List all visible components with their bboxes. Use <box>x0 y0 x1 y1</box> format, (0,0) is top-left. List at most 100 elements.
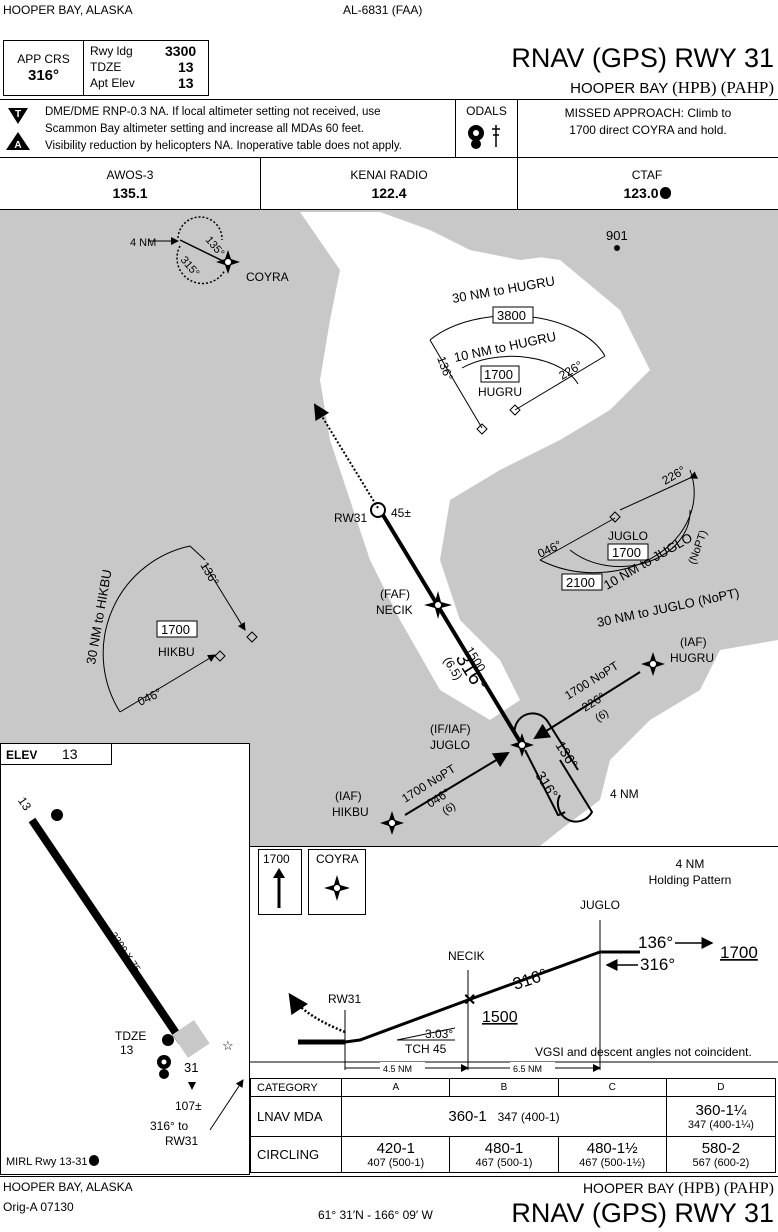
profile-necik: NECIK <box>448 949 485 963</box>
profile-rw31: RW31 <box>328 992 361 1006</box>
app-crs-value: 316° <box>27 67 60 84</box>
missed-icon-box-2 <box>308 849 366 915</box>
circling-c-sub: 467 (500-1½) <box>579 1157 646 1169</box>
rw31-waypoint-icon <box>370 502 386 518</box>
hugru-iaf-icon <box>641 652 665 676</box>
holding-line-2: Holding Pattern <box>648 873 732 887</box>
lnav-abc-main: 360-1 <box>448 1108 487 1125</box>
coyra-dist: 4 NM <box>130 237 156 249</box>
hikbu-leg <box>404 751 510 816</box>
hugru-leg <box>533 671 641 740</box>
land-north <box>380 212 778 390</box>
comm-freq-awos: 135.1 <box>112 185 148 201</box>
profile-crs-in: 316° <box>640 955 675 974</box>
lighting-text: MIRL Rwy 13-31 <box>6 1156 88 1168</box>
missed-approach-2: 1700 direct COYRA and hold. <box>569 123 727 137</box>
profile-juglo: JUGLO <box>580 898 620 912</box>
procedure-title: RNAV (GPS) RWY 31 <box>511 43 774 73</box>
lnav-abc-sub: 347 (400-1) <box>497 1110 560 1124</box>
profile-descent <box>344 950 640 1044</box>
elev-value: 13 <box>62 746 78 762</box>
profile-dist-2: 6.5 NM <box>513 1064 542 1074</box>
cat-d: D <box>665 1078 777 1097</box>
iaf-hikbu-label: (IAF) <box>335 789 362 803</box>
coyra-hold <box>176 216 226 285</box>
rwy-13-label: 13 <box>15 794 34 813</box>
missed-approach-path <box>313 403 379 509</box>
circling-b-sub: 467 (500-1) <box>475 1157 533 1169</box>
footer-airport-ids: (HPB) (PAHP) <box>678 1180 774 1197</box>
faf-label: (FAF) <box>380 587 410 601</box>
coyra-name: COYRA <box>246 270 289 284</box>
lnav-d-main: 360-1¼ <box>695 1102 747 1119</box>
chart-id: AL-6831 (FAA) <box>343 3 423 17</box>
notes-bottom-rule <box>0 157 778 158</box>
odals-icon <box>468 125 500 149</box>
final-course-line <box>381 513 524 747</box>
footer-orig: Orig-A 07130 <box>3 1200 74 1214</box>
briefing-divider <box>83 40 84 96</box>
rwy-ldg-label: Rwy ldg <box>90 44 133 58</box>
hold-dist: 4 NM <box>610 787 639 801</box>
iaf-hikbu-name: HIKBU <box>332 805 369 819</box>
hikbu-taa-name: HIKBU <box>158 645 195 659</box>
header-location: HOOPER BAY, ALASKA <box>3 3 133 17</box>
apt-elev-label: Apt Elev <box>90 76 135 90</box>
footer-airport-name: HOOPER BAY <box>582 1180 675 1196</box>
hugru-waypoint-icons <box>476 404 521 435</box>
missed-approach-1: MISSED APPROACH: Climb to <box>564 106 732 120</box>
plan-view: 4 NM 135° 315° COYRA 901 30 NM to HUGRU … <box>0 210 778 846</box>
comm-freq-kenai: 122.4 <box>371 185 407 201</box>
rw31-label: RW31 <box>334 511 367 525</box>
missed-icons <box>273 868 350 908</box>
hugru-taa-name: HUGRU <box>478 385 522 399</box>
profile-alt-1700: 1700 <box>720 943 758 962</box>
course-note-1: 316° to <box>150 1119 188 1133</box>
lighting-note: MIRL Rwy 13-31 <box>6 1155 99 1168</box>
runway-13-31 <box>28 817 186 1045</box>
minimums-table: CATEGORY A B C D LNAV MDA 360-1 347 (400… <box>249 1078 777 1173</box>
takeoff-minimums-icon <box>8 108 28 124</box>
comms-divider-1 <box>260 157 261 209</box>
ctaf-freq: 123.0 <box>623 185 659 201</box>
profile-tch: TCH 45 <box>405 1042 447 1056</box>
lnav-abc: 360-1 347 (400-1) <box>341 1096 667 1137</box>
odals-label: ODALS <box>466 104 507 118</box>
briefing-box <box>3 40 209 96</box>
notes-top-rule <box>0 99 778 100</box>
comms-divider-2 <box>517 157 518 209</box>
missed-fix: COYRA <box>316 852 359 866</box>
hikbu-iaf-icon <box>380 811 404 835</box>
profile-alt-1500: 1500 <box>482 1009 518 1026</box>
footer-location: HOOPER BAY, ALASKA <box>3 1180 133 1194</box>
category-label: CATEGORY <box>249 1078 343 1097</box>
footer-rule <box>0 1176 778 1177</box>
hugru-taa-inner <box>461 355 579 385</box>
juglo-taa-outer <box>539 469 695 574</box>
airport-header: HOOPER BAY (HPB) (PAHP) <box>570 78 774 98</box>
tdze-label: TDZE <box>90 60 122 74</box>
holding-line-1: 4 NM <box>675 857 705 871</box>
course-note-2: RW31 <box>165 1134 198 1148</box>
footer-coords: 61° 31′N - 166° 09′ W <box>318 1208 433 1222</box>
comms-bottom-rule <box>0 209 778 210</box>
note-line-1: DME/DME RNP-0.3 NA. If local altimeter s… <box>45 106 381 118</box>
footer-airport: HOOPER BAY (HPB) (PAHP) <box>583 1180 774 1198</box>
circling-d-sub: 567 (600-2) <box>692 1157 750 1169</box>
inset-obstacle: 107± <box>175 1099 202 1113</box>
circling-d-main: 580-2 <box>701 1140 741 1157</box>
lnav-label: LNAV MDA <box>249 1096 343 1137</box>
notes-symbols: T A <box>6 108 30 151</box>
obstacle-dot <box>614 245 620 251</box>
circling-c-main: 480-1½ <box>586 1140 638 1157</box>
pcl-icon <box>659 187 671 199</box>
profile-dist-1: 4.5 NM <box>383 1064 412 1074</box>
circling-a-sub: 407 (500-1) <box>367 1157 425 1169</box>
circling-label: CIRCLING <box>249 1136 343 1173</box>
rwy-dims: 3300 X 75 <box>108 931 143 975</box>
circling-b-main: 480-1 <box>484 1140 524 1157</box>
